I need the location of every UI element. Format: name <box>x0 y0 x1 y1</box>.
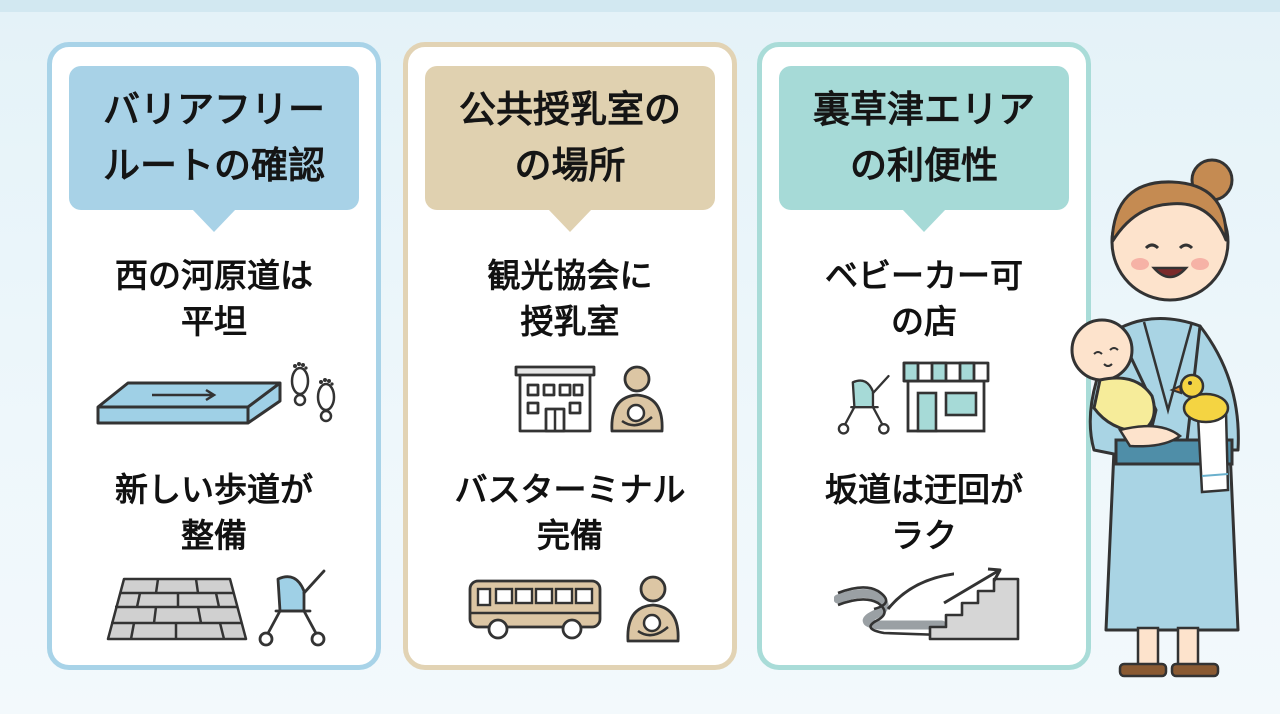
card-urakusatsu: 裏草津エリア の利便性 ベビーカー可 の店 <box>757 42 1091 670</box>
item-text: バスターミナル 完備 <box>454 470 686 555</box>
footprints-icon <box>286 359 344 431</box>
flat-path-icon <box>94 377 284 429</box>
top-band <box>0 0 1280 12</box>
paving-stones-icon <box>106 577 248 643</box>
stroller-icon <box>836 373 896 435</box>
stroller-icon <box>258 567 332 647</box>
shop-icon <box>900 355 992 435</box>
card-barrier-free: バリアフリー ルートの確認 西の河原道は 平坦 新しい歩道が 整備 <box>47 42 381 670</box>
bus-icon <box>466 577 604 643</box>
card-header: 公共授乳室の の場所 <box>425 66 715 232</box>
card-header: バリアフリー ルートの確認 <box>69 66 359 232</box>
item-text: 新しい歩道が 整備 <box>115 470 313 555</box>
item-text: 観光協会に 授乳室 <box>487 256 653 341</box>
nursing-mother-icon <box>606 365 668 435</box>
card-nursing-room: 公共授乳室の の場所 観光協会に 授乳室 バスターミナル 完備 <box>403 42 737 670</box>
card-header: 裏草津エリア の利便性 <box>779 66 1069 232</box>
nursing-mother-icon <box>622 575 684 645</box>
mother-with-baby-illustration <box>1060 150 1260 690</box>
item-text: 坂道は迂回が ラク <box>825 470 1023 555</box>
building-icon <box>514 363 596 433</box>
winding-road-icon <box>834 563 954 643</box>
item-text: ベビーカー可 の店 <box>825 256 1023 341</box>
stairs-icon <box>926 567 1022 643</box>
item-text: 西の河原道は 平坦 <box>115 256 313 341</box>
